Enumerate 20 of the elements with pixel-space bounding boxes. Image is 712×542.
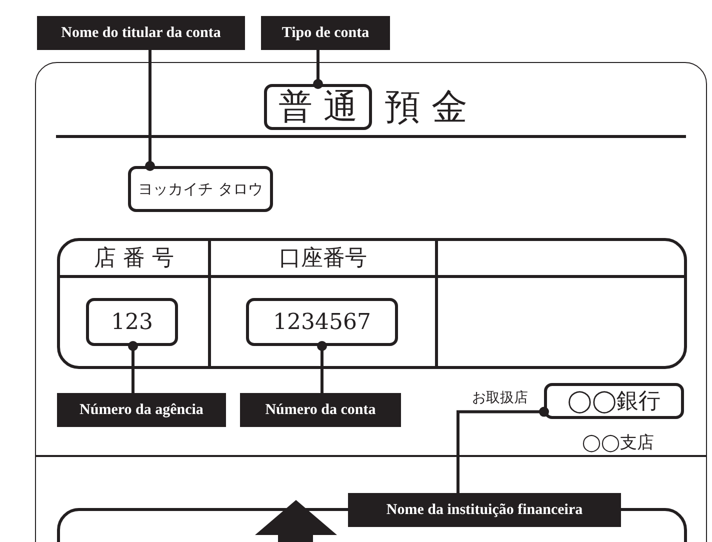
leader-line: [145, 50, 155, 171]
branch-name: ◯◯支店: [580, 432, 656, 454]
callout-label: Número da agência: [57, 393, 226, 427]
column-header: 口座番号: [278, 245, 368, 273]
branch-number-box: 123: [86, 298, 178, 346]
callout-label: Número da conta: [240, 393, 401, 427]
leader-line: [128, 341, 138, 393]
account-number-box: 1234567: [246, 298, 398, 346]
callout-label: Nome do titular da conta: [37, 16, 245, 50]
column-header: 店 番 号: [93, 245, 175, 273]
leader-line: [317, 341, 327, 393]
heading-text: 預 金: [383, 86, 469, 130]
leader-line: [313, 50, 323, 89]
account-type-box: 普 通: [264, 84, 372, 130]
callout-label: Nome da instituição financeira: [348, 493, 621, 527]
account-holder-box: ヨッカイチ タロウ: [128, 166, 273, 212]
field-label: お取扱店: [471, 389, 529, 408]
bank-name-box: ◯◯銀行: [544, 383, 684, 419]
leader-line: [456, 406, 549, 493]
callout-label: Tipo de conta: [261, 16, 390, 50]
